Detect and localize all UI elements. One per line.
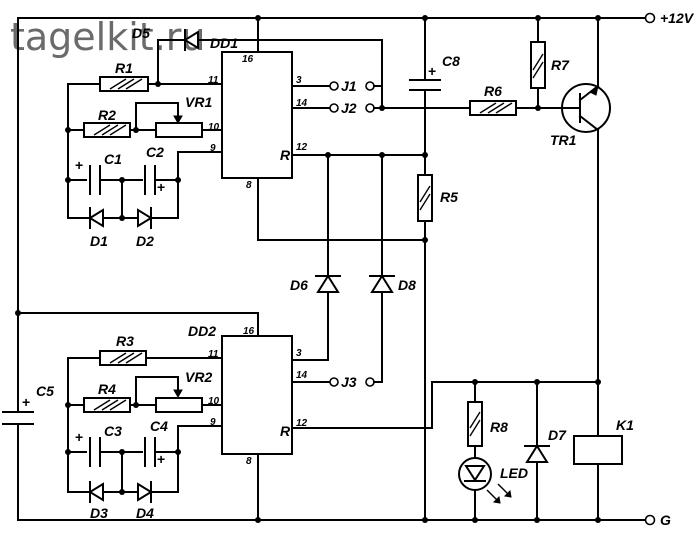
resistor-r3 [99,350,147,366]
capacitor-c1 [89,165,101,195]
dd2-pin-3: 3 [296,348,302,359]
dd2-label: DD2 [188,323,216,339]
resistor-r5 [417,174,433,222]
dd1-reset-mark: R [280,147,291,163]
d8-label: D8 [398,277,416,293]
led-label: LED [500,465,528,481]
junction-dots [15,15,601,523]
watermark-logo: tagelkit.ru [10,15,206,59]
j1-label: J1 [341,78,357,94]
c1-polarity-mark: + [75,157,83,173]
positive-terminal [644,12,656,24]
c2-polarity-mark: + [157,179,165,195]
dd1-pin-14: 14 [296,98,308,109]
potentiometer-vr1 [135,102,203,138]
c1-label: C1 [104,151,122,167]
jumper-j3-terminal-b [365,377,375,387]
r2-label: R2 [98,107,116,123]
r3-label: R3 [116,333,134,349]
dd2-pin-10: 10 [208,396,220,407]
r1-label: R1 [115,60,133,76]
potentiometer-vr2 [135,376,203,413]
tr1-label: TR1 [550,132,577,148]
resistor-r8 [467,401,483,447]
dd2-pin-11: 11 [208,349,219,360]
dd2-pin-14: 14 [296,370,308,381]
c3-polarity-mark: + [75,429,83,445]
diode-d1 [88,207,104,229]
dd2-reset-mark: R [280,423,291,439]
d6-label: D6 [290,277,308,293]
c4-polarity-mark: + [157,451,165,467]
jumper-j1-terminal-a [329,81,339,91]
vr1-label: VR1 [185,94,212,110]
c8-polarity-mark: + [428,63,436,79]
r7-label: R7 [551,57,570,73]
d7-label: D7 [548,427,567,443]
dd2-pin-8: 8 [246,456,252,467]
resistor-r7 [530,41,546,89]
capacitor-c8 [409,79,441,91]
diode-d3 [88,481,104,503]
jumper-j1-terminal-b [365,81,375,91]
resistor-r1 [99,76,149,92]
c3-label: C3 [104,423,122,439]
d5-label: D5 [132,25,150,41]
j2-label: J2 [341,100,357,116]
dd2-pin-9: 9 [210,417,216,428]
dd1-pin-11: 11 [208,75,219,86]
r6-label: R6 [484,83,502,99]
c8-label: C8 [442,53,460,69]
chip-dd2 [221,335,293,455]
dd1-pin-3: 3 [296,75,302,86]
diode-d2 [137,207,153,229]
dd1-pin-8: 8 [246,180,252,191]
jumper-j3-terminal-a [329,377,339,387]
dd1-pin-9: 9 [210,143,216,154]
vr2-label: VR2 [185,369,212,385]
diode-d5 [157,29,383,85]
transistor-tr1 [561,17,611,133]
d2-label: D2 [136,233,154,249]
capacitor-c4 [144,437,156,467]
ground-rail-label: G [660,512,671,528]
positive-rail-label: +12V [660,10,695,26]
d4-label: D4 [136,505,154,521]
capacitor-c5 [2,411,34,439]
ground-terminal [644,514,656,526]
capacitor-c3 [89,437,101,467]
d1-label: D1 [90,233,108,249]
diode-d8 [369,274,395,293]
jumper-j2-terminal-a [329,103,339,113]
dd1-pin-16: 16 [242,54,254,65]
r8-label: R8 [490,419,508,435]
resistor-r6 [469,100,517,116]
j3-label: J3 [341,374,357,390]
dd1-pin-12: 12 [296,142,308,153]
r5-label: R5 [440,189,458,205]
resistor-r2 [83,122,131,138]
dd2-pin-12: 12 [296,418,308,429]
dd2-pin-16: 16 [243,326,255,337]
c4-label: C4 [150,418,168,434]
jumper-j2-terminal-b [365,103,375,113]
d3-label: D3 [90,505,108,521]
c5-polarity-mark: + [22,394,30,410]
diode-d6 [315,274,341,293]
capacitor-c2 [144,165,156,195]
resistor-r4 [83,397,131,413]
dd1-label: DD1 [210,35,238,51]
diode-d7 [524,444,550,463]
c2-label: C2 [146,144,164,160]
k1-label: K1 [616,417,634,433]
diode-d4 [137,481,153,503]
relay-k1 [573,435,623,465]
c5-label: C5 [36,383,54,399]
r4-label: R4 [98,381,116,397]
dd1-pin-10: 10 [208,122,220,133]
ground-rail [17,514,656,526]
